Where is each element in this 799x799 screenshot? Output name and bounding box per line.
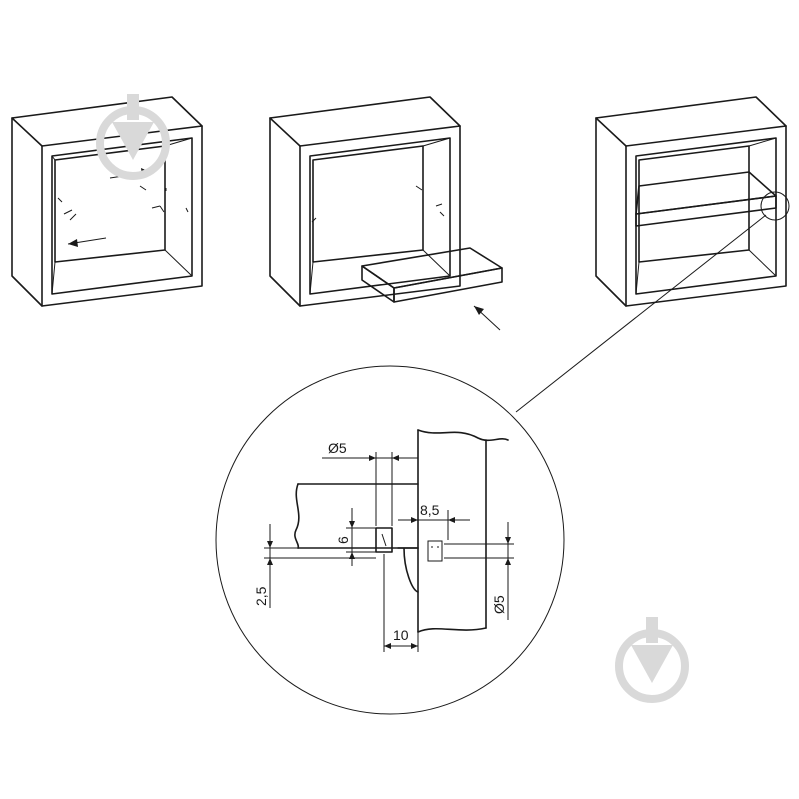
detail-leader: [515, 214, 767, 413]
dimension-label-2-5: 2,5: [253, 586, 269, 606]
detail-view: Ø5 8,5 6 2,5 Ø5 10: [215, 365, 565, 715]
dimension-label-10: 10: [393, 627, 409, 643]
detail-marker: [760, 191, 790, 221]
dimension-label-diameter-top: Ø5: [328, 440, 347, 456]
watermark-logo-icon: [615, 617, 689, 703]
watermark-logo-icon: [96, 94, 170, 180]
dimension-label-diameter-right: Ø5: [491, 595, 507, 614]
box-step-2: [269, 96, 503, 331]
box-step-3: [595, 96, 790, 307]
dimension-label-6: 6: [335, 536, 351, 544]
dimension-label-8-5: 8,5: [420, 502, 440, 518]
